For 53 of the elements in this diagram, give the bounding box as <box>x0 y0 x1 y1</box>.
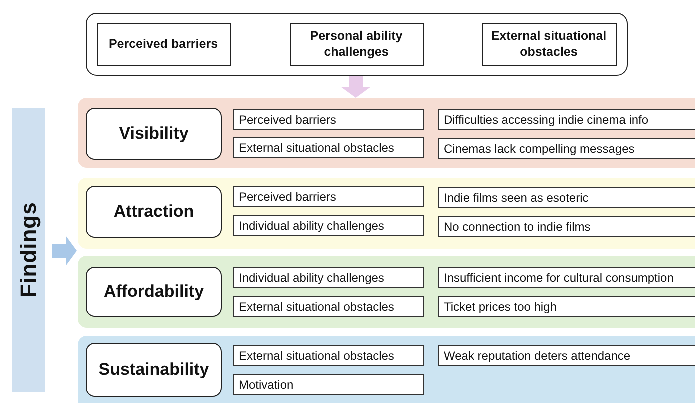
theme-box <box>86 343 222 397</box>
theme-band <box>78 336 695 403</box>
theme-band <box>78 256 695 328</box>
box-label: Insufficient income for cultural consumption <box>444 270 674 284</box>
cell-box <box>233 186 424 207</box>
cell-box <box>438 296 695 317</box>
box-label: External situational obstacles <box>239 348 394 362</box>
box-label: Ticket prices too high <box>444 300 557 314</box>
group-frame <box>86 13 628 76</box>
box-label: Affordability <box>104 282 204 302</box>
box-label: Indie films seen as esoteric <box>444 190 589 204</box>
box-label: Sustainability <box>98 360 210 380</box>
box-label: Perceived barriers <box>108 36 218 52</box>
box-label: Difficulties accessing indie cinema info <box>444 112 649 126</box>
box-label: External situational obstacles <box>490 28 608 60</box>
box-label: Perceived barriers <box>239 190 336 204</box>
theme-box <box>86 267 222 317</box>
cell-box <box>438 267 695 288</box>
box-label: No connection to indie films <box>444 220 591 234</box>
cell-box <box>438 187 695 208</box>
cell-box <box>438 216 695 237</box>
box-label: External situational obstacles <box>239 300 394 314</box>
box-label: Attraction <box>114 202 194 222</box>
cell-box <box>233 267 424 288</box>
theme-box <box>86 108 222 160</box>
theme-band <box>78 98 695 168</box>
category-box <box>96 22 230 66</box>
cell-box <box>233 296 424 317</box>
box-label: Individual ability challenges <box>239 218 384 232</box>
theme-box <box>86 186 222 238</box>
box-label: Motivation <box>239 378 294 392</box>
cell-box <box>233 137 424 158</box>
category-box <box>482 22 616 66</box>
cell-box <box>233 345 424 366</box>
cell-box <box>233 374 424 395</box>
box-label: Weak reputation deters attendance <box>444 348 631 362</box>
category-box <box>290 22 424 66</box>
block-arrow <box>52 236 77 266</box>
cell-box <box>438 138 695 159</box>
box-label: Individual ability challenges <box>239 270 384 284</box>
cell-box <box>438 109 695 130</box>
block-arrow <box>341 76 371 98</box>
cell-box <box>233 109 424 130</box>
findings-band <box>12 108 45 392</box>
cell-box <box>438 345 695 366</box>
box-label: External situational obstacles <box>239 140 394 154</box>
box-label: Perceived barriers <box>239 112 336 126</box>
cell-box <box>233 215 424 236</box>
box-label: Cinemas lack compelling messages <box>444 142 635 156</box>
box-label: Visibility <box>119 124 189 144</box>
findings-label: Findings <box>16 202 42 298</box>
box-label: Personal ability challenges <box>309 28 404 60</box>
theme-band <box>78 178 695 249</box>
